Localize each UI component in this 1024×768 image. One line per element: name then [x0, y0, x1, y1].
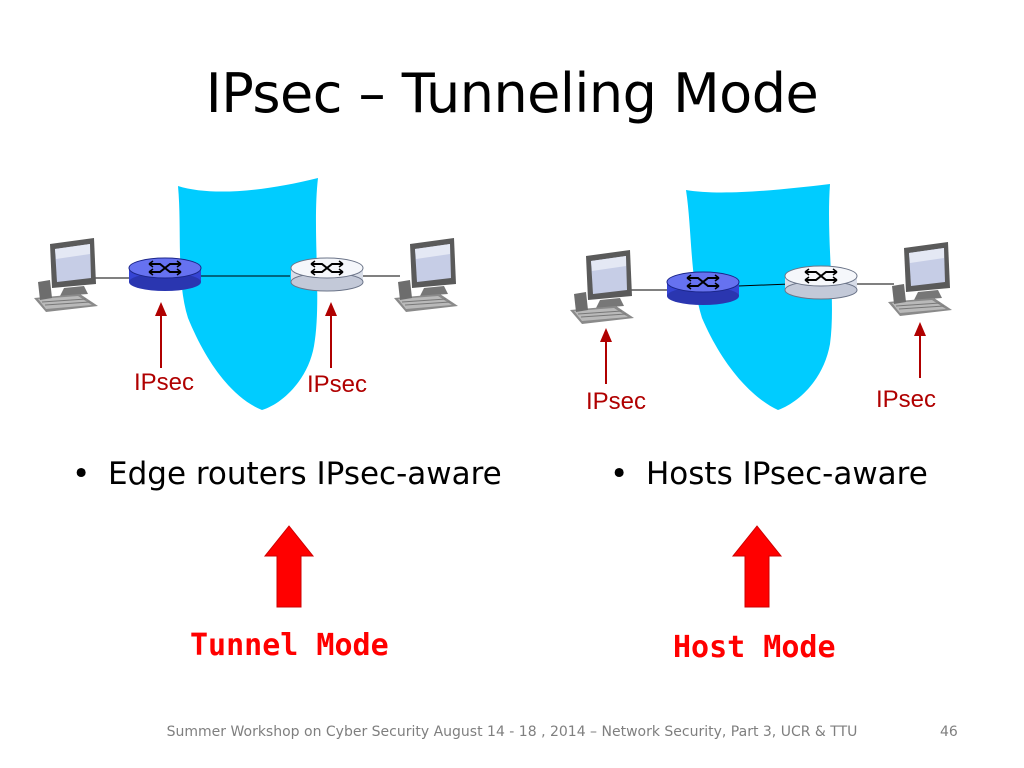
- right-arrow-2: [914, 322, 926, 378]
- left-bullet-glyph: •: [72, 456, 91, 492]
- left-big-up-arrow: [263, 525, 315, 608]
- right-bullet-glyph: •: [610, 456, 629, 492]
- right-big-up-arrow: [731, 525, 783, 608]
- left-arrow-1: [155, 302, 167, 368]
- left-router-ipsec-right-icon: [290, 257, 364, 292]
- left-bullet: • Edge routers IPsec-aware: [72, 456, 502, 492]
- right-host-right-computer-icon: [887, 241, 953, 317]
- right-bullet-text: Hosts IPsec-aware: [646, 456, 928, 492]
- right-ipsec-label-2: IPsec: [876, 386, 937, 413]
- left-network-cloud: [178, 178, 318, 410]
- right-network-cloud: [686, 184, 832, 410]
- right-bullet: • Hosts IPsec-aware: [610, 456, 928, 492]
- left-ipsec-label-1: IPsec: [134, 369, 195, 396]
- page-number: 46: [940, 724, 958, 740]
- right-ipsec-label-1: IPsec: [586, 388, 647, 415]
- right-link-router-router: [737, 283, 791, 287]
- left-bullet-text: Edge routers IPsec-aware: [108, 456, 502, 492]
- right-host-left-computer-icon: [569, 249, 635, 325]
- left-host-right-computer-icon: [393, 237, 459, 313]
- slide-title: IPsec – Tunneling Mode: [205, 62, 819, 125]
- right-arrow-1: [600, 328, 612, 384]
- left-ipsec-label-2: IPsec: [307, 371, 368, 398]
- right-router-left-icon: [666, 271, 740, 306]
- left-host-left-computer-icon: [33, 237, 99, 313]
- footer-text: Summer Workshop on Cyber Security August…: [166, 724, 858, 740]
- right-router-right-icon: [784, 265, 858, 300]
- left-router-ipsec-left-icon: [128, 257, 202, 292]
- host-mode-label: Host Mode: [673, 630, 836, 665]
- left-arrow-2: [325, 302, 337, 368]
- tunnel-mode-label: Tunnel Mode: [190, 628, 389, 663]
